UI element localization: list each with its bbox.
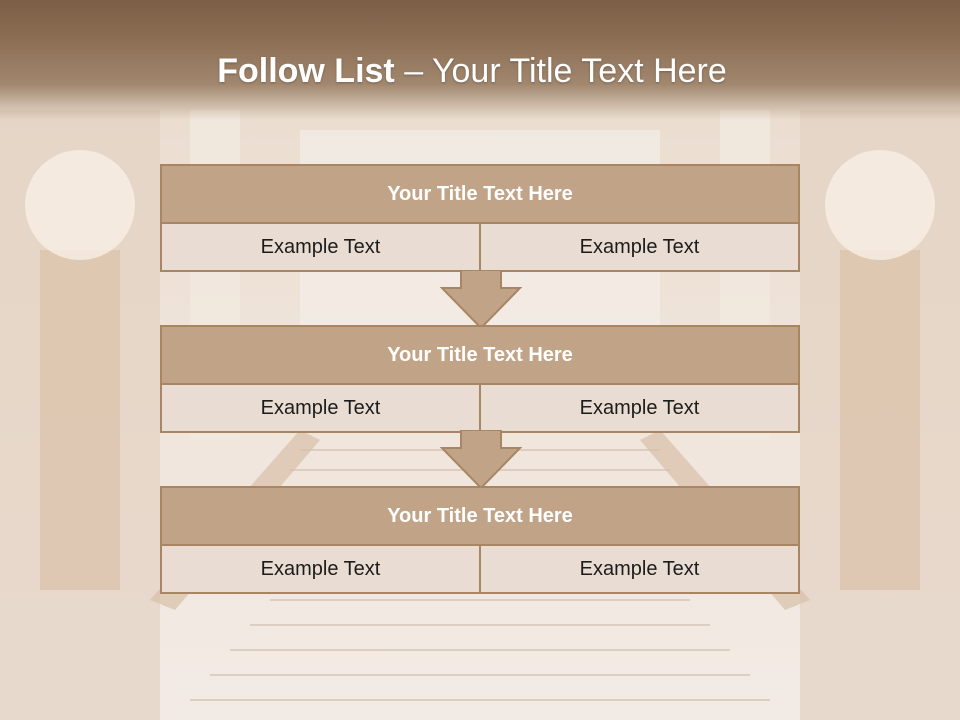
block-row: Example Text Example Text [162,546,798,592]
down-arrow-icon [440,270,522,330]
block-cell-left: Example Text [162,224,479,270]
list-block-1: Your Title Text Here Example Text Exampl… [160,164,800,272]
block-row: Example Text Example Text [162,385,798,431]
slide-title-rest: – Your Title Text Here [394,52,727,90]
block-title: Your Title Text Here [162,488,798,546]
down-arrow-icon [440,430,522,490]
list-block-2: Your Title Text Here Example Text Exampl… [160,325,800,433]
slide-title: Follow List – Your Title Text Here [0,52,944,91]
block-cell-left: Example Text [162,546,479,592]
block-row: Example Text Example Text [162,224,798,270]
block-title: Your Title Text Here [162,166,798,224]
list-block-3: Your Title Text Here Example Text Exampl… [160,486,800,594]
block-cell-left: Example Text [162,385,479,431]
block-title: Your Title Text Here [162,327,798,385]
block-cell-right: Example Text [479,546,798,592]
block-cell-right: Example Text [479,224,798,270]
block-cell-right: Example Text [479,385,798,431]
title-bar [0,0,960,120]
slide-title-bold: Follow List [217,52,395,90]
